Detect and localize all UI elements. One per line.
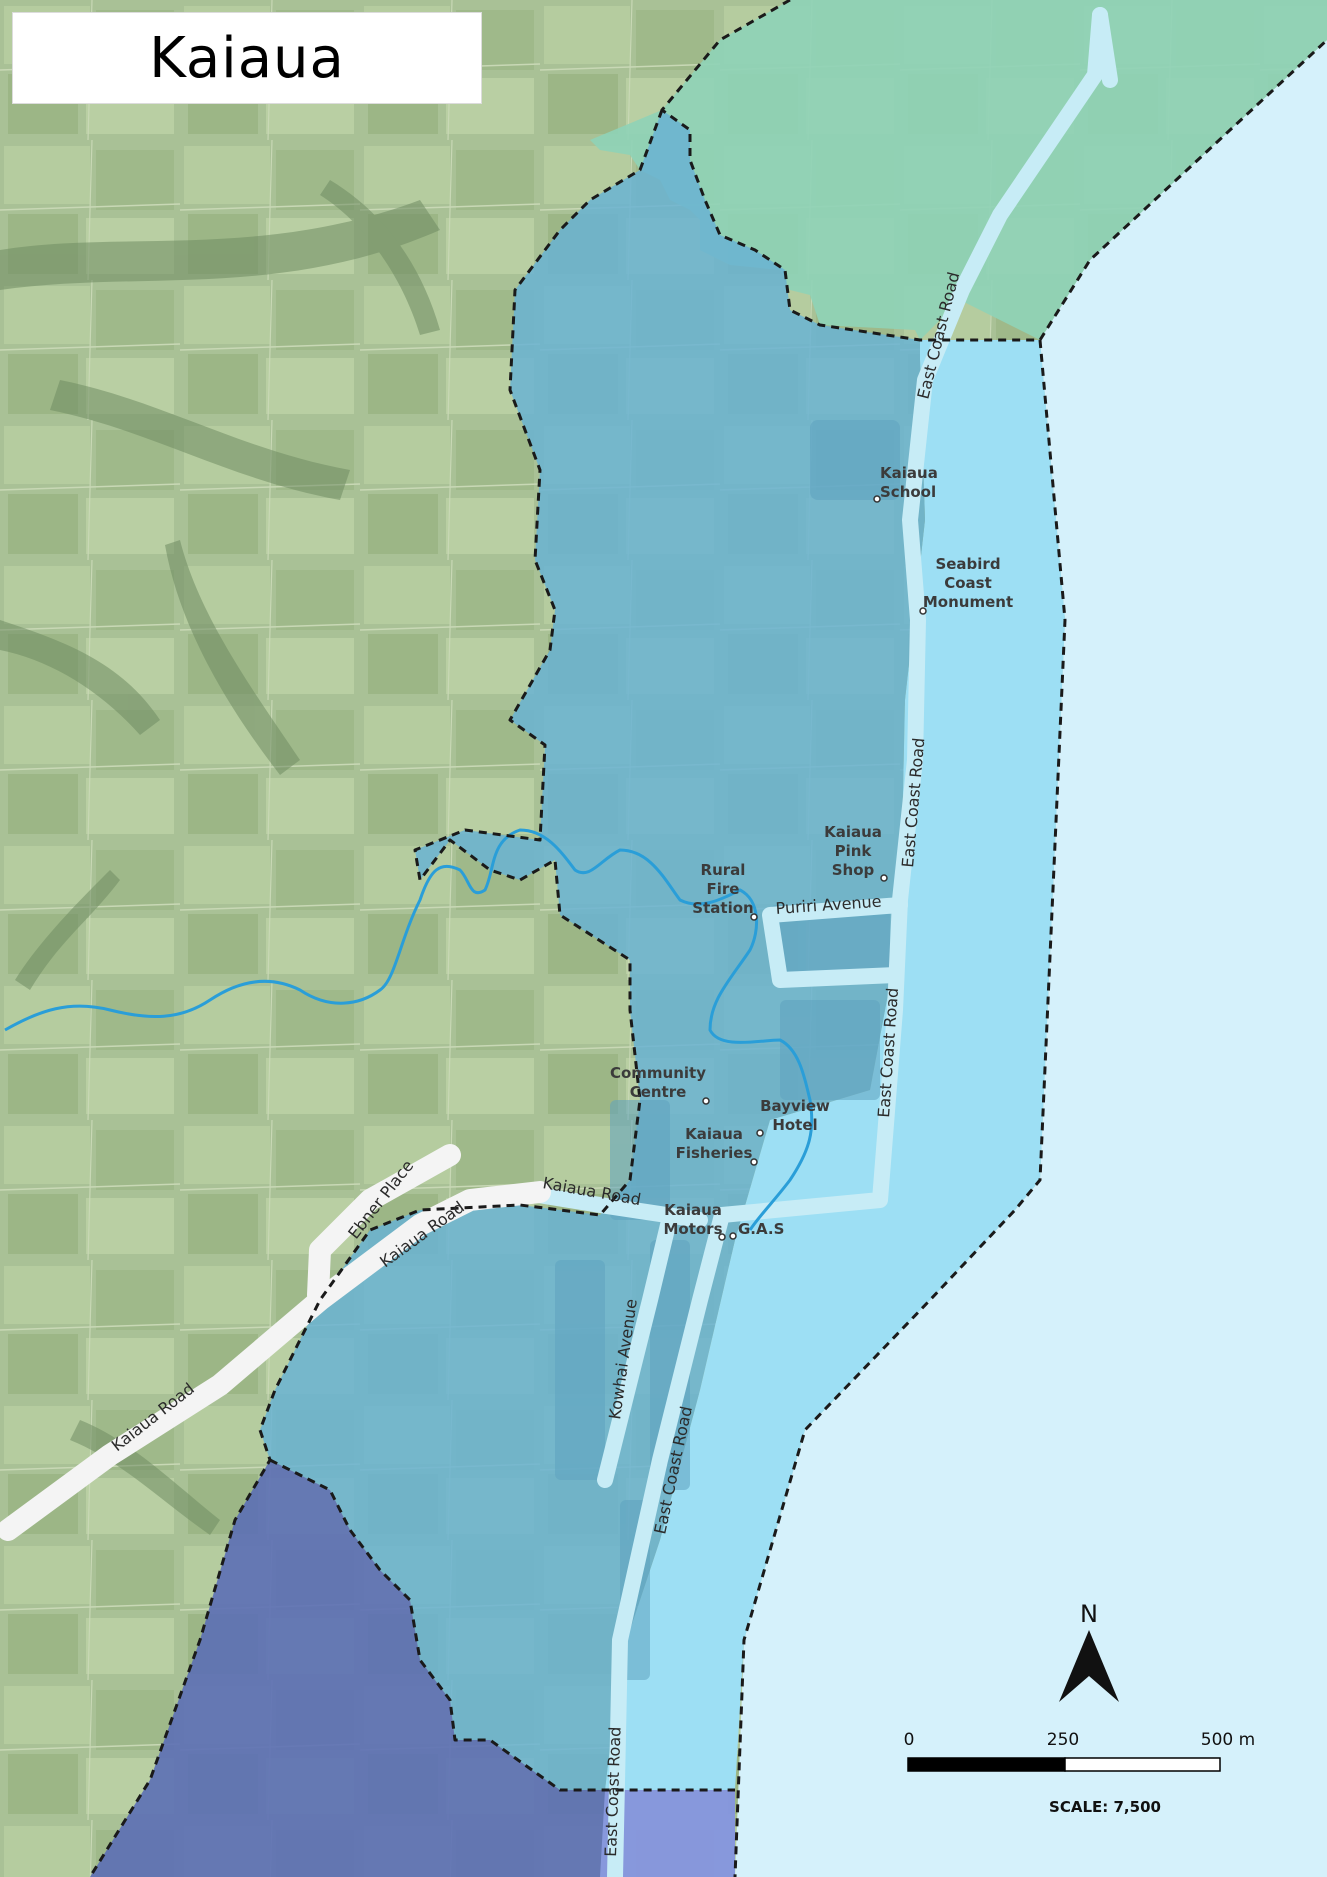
scale-tick-250: 250: [1047, 1730, 1079, 1750]
pink-shop-line-3: Shop: [832, 861, 875, 879]
marker-community-centre: [702, 1097, 710, 1105]
bayview-line-1: Bayview: [760, 1097, 830, 1115]
zone-mid-blue: [260, 110, 925, 1790]
seabird-line-3: Monument: [923, 593, 1013, 611]
zone-dark-blue: [90, 1460, 735, 1877]
scale-tick-0: 0: [904, 1730, 915, 1750]
marker-pink-shop: [880, 874, 888, 882]
zone-dark-blue-light-part: [600, 1790, 735, 1877]
road-label-east-coast-5: East Coast Road: [601, 1726, 625, 1857]
road-puriri: [762, 897, 908, 988]
fisheries-line-1: Kaiaua: [685, 1125, 743, 1143]
map-title-box: Kaiaua: [12, 12, 482, 104]
pink-shop-line-1: Kaiaua: [824, 823, 882, 841]
marker-fisheries: [750, 1158, 758, 1166]
label-gas: G.A.S: [738, 1220, 784, 1238]
zone-light-blue: [605, 340, 1065, 1790]
road-north: [1092, 7, 1118, 88]
road-kowhai: [597, 1217, 676, 1488]
place-markers: [702, 495, 927, 1241]
rural-fire-line-2: Fire: [707, 880, 740, 898]
marker-seabird-monument: [919, 607, 927, 615]
bayview-line-2: Hotel: [772, 1116, 817, 1134]
community-line-2: Centre: [630, 1083, 687, 1101]
map-title: Kaiaua: [149, 25, 345, 91]
scale-ratio: SCALE: 7,500: [1049, 1798, 1161, 1816]
scale-tick-500: 500 m: [1201, 1730, 1255, 1750]
zone-green: [590, 0, 1327, 340]
north-label: N: [1080, 1600, 1098, 1628]
rural-fire-line-3: Station: [692, 899, 753, 917]
sea-area: [735, 40, 1327, 1877]
marker-motors: [718, 1233, 726, 1241]
community-line-1: Community: [610, 1064, 706, 1082]
motors-line-1: Kaiaua: [664, 1201, 722, 1219]
marker-gas: [729, 1232, 737, 1240]
kaiaua-school-line-1: Kaiaua: [880, 464, 938, 482]
zone-boundaries: [88, 0, 1327, 1877]
seabird-line-1: Seabird: [935, 555, 1000, 573]
seabird-line-2: Coast: [944, 574, 992, 592]
motors-line-2: Motors: [663, 1220, 722, 1238]
north-arrow: N: [1059, 1600, 1119, 1702]
marker-rural-fire-station: [750, 913, 758, 921]
river: [4, 828, 814, 1231]
rural-fire-line-1: Rural: [701, 861, 746, 879]
kaiaua-school-line-2: School: [880, 483, 936, 501]
pink-shop-line-2: Pink: [835, 842, 873, 860]
fisheries-line-2: Fisheries: [676, 1144, 753, 1162]
marker-kaiaua-school: [873, 495, 881, 503]
roads-layer: [0, 7, 1118, 1877]
road-ebner: [307, 1144, 461, 1306]
road-east-coast: [607, 7, 1108, 1877]
scale-bar: 0 250 500 m SCALE: 7,500: [904, 1730, 1256, 1816]
marker-bayview-hotel: [756, 1129, 764, 1137]
